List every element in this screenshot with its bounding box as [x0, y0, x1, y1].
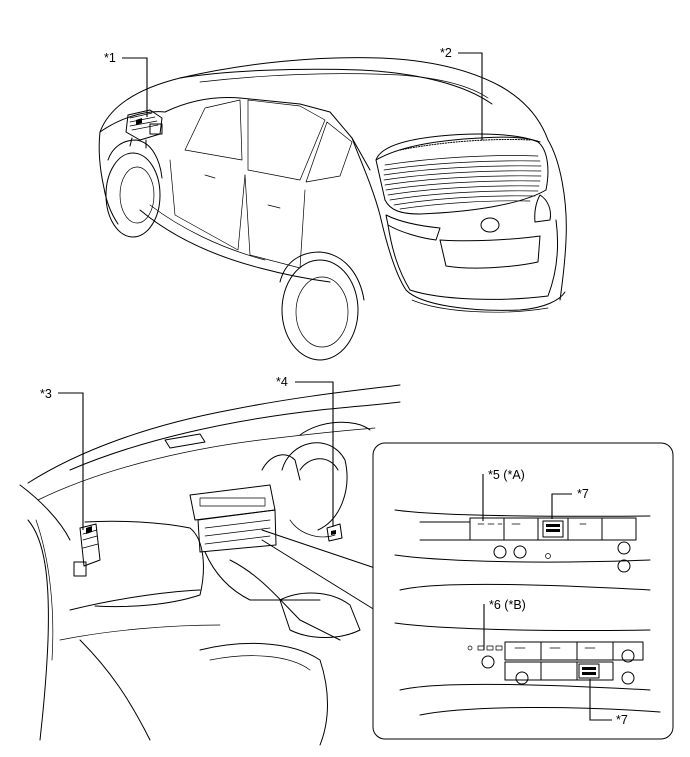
callout-7-upper: *7 [577, 487, 589, 501]
leader-lines [58, 52, 612, 721]
callout-1: *1 [104, 51, 116, 65]
inset-panel-type-b [394, 622, 661, 716]
rear-window-defogger-lines [383, 138, 542, 210]
part-4-component [326, 523, 343, 542]
callout-5: *5 (*A) [488, 468, 525, 482]
rear-defogger-switch-b [578, 663, 600, 679]
callout-3: *3 [40, 387, 52, 401]
callout-labels: *1 *2 *3 *4 *5 (*A) *7 *6 (*B) *7 [40, 46, 628, 727]
callout-4: *4 [276, 375, 288, 389]
vehicle-rear-view [98, 57, 567, 361]
callout-7-lower: *7 [616, 713, 628, 727]
inset-panel-type-a [394, 509, 651, 591]
switch-panel-inset [372, 442, 674, 740]
rear-defogger-switch-a [542, 520, 564, 538]
part-1-component [125, 109, 163, 149]
instrument-panel-view [19, 384, 401, 746]
callout-6: *6 (*B) [489, 598, 526, 612]
callout-2: *2 [440, 46, 452, 60]
part-3-component [73, 523, 101, 577]
